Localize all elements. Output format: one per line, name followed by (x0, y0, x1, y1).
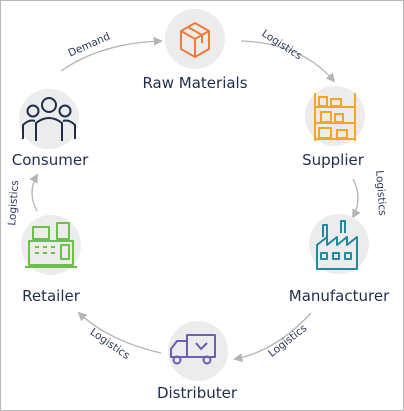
distributer-label: Distributer (156, 384, 238, 402)
retailer-node (21, 215, 81, 275)
arrow-retailer-to-consumer (29, 173, 38, 212)
supplier-node (305, 86, 365, 146)
warehouse-shelves-icon (314, 93, 356, 141)
arrow-distributer-to-retailer (77, 311, 162, 354)
arrow-raw-materials-to-supplier (240, 40, 336, 83)
distributer-node (168, 321, 228, 381)
consumer-node (19, 89, 79, 149)
manufacturer-label: Manufacturer (288, 287, 390, 305)
box-icon (180, 22, 210, 58)
manufacturer-node (309, 214, 369, 274)
retailer-label: Retailer (22, 287, 80, 305)
cash-register-icon (25, 222, 77, 268)
raw-materials-node (165, 9, 225, 69)
factory-icon (316, 220, 358, 270)
arrow-manufacturer-to-distributer (233, 312, 312, 363)
delivery-truck-icon (170, 334, 216, 365)
supplier-label: Supplier (302, 151, 364, 169)
consumer-label: Consumer (11, 151, 89, 169)
people-group-icon (22, 97, 76, 141)
arrow-consumer-to-raw-materials (60, 36, 163, 72)
cycle-arrows (29, 36, 361, 363)
raw-materials-label: Raw Materials (142, 74, 248, 92)
arrow-supplier-to-manufacturer (352, 178, 361, 219)
